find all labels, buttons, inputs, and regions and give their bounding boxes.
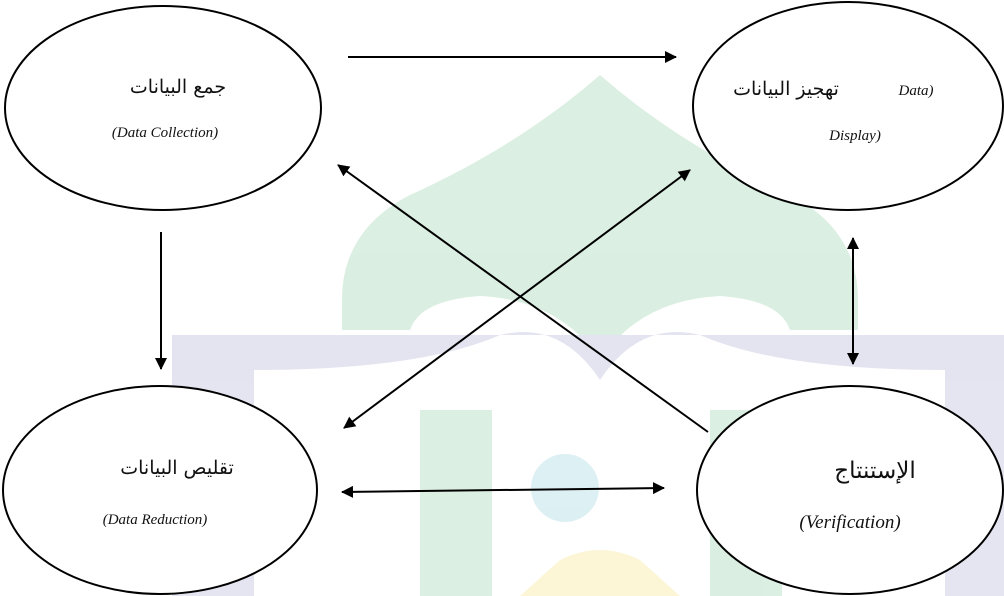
watermark-inner-left xyxy=(420,410,492,596)
node-data-collection: جمع البيانات (Data Collection) xyxy=(4,5,322,211)
node-data-collection-english: (Data Collection) xyxy=(112,125,218,141)
watermark-emblem-base xyxy=(520,550,680,596)
node-data-collection-ellipse xyxy=(4,5,322,211)
node-data-reduction-english: (Data Reduction) xyxy=(103,512,208,528)
node-data-display-english: Display) xyxy=(828,128,881,144)
arrow-reduction-verification-bidirectional xyxy=(341,482,665,498)
node-verification-arabic: الإستنتاج xyxy=(834,458,915,485)
node-verification-english: (Verification) xyxy=(799,512,900,533)
node-data-reduction-arabic: تقليص البيانات xyxy=(120,457,234,479)
node-verification: الإستنتاج (Verification) xyxy=(696,385,1004,595)
node-verification-ellipse xyxy=(696,385,1004,595)
node-data-display-prefix: Data) xyxy=(898,83,934,99)
node-data-display-arabic-line: تهجيز البيانات xyxy=(733,78,839,100)
edges xyxy=(155,51,859,498)
node-data-collection-arabic: جمع البيانات xyxy=(130,76,226,98)
node-data-display-ellipse xyxy=(692,1,1004,211)
watermark-band xyxy=(254,332,945,380)
arrow-reduction-display-bidirectional xyxy=(343,169,691,429)
node-data-reduction-ellipse xyxy=(2,385,318,595)
node-data-display: تهجيز البيانات Data) Display) xyxy=(692,1,1004,211)
node-data-display-arabic: تهجيز البيانات xyxy=(733,78,839,100)
node-data-reduction: تقليص البيانات (Data Reduction) xyxy=(2,385,318,595)
